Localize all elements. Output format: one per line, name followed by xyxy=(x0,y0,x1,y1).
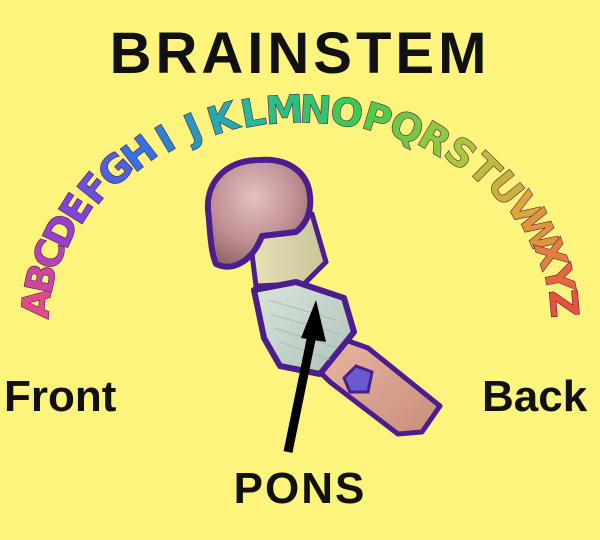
pons-arrow xyxy=(283,300,326,453)
midbrain-region xyxy=(204,156,314,270)
page-title: BRAINSTEM xyxy=(109,21,491,86)
front-label: Front xyxy=(4,372,117,421)
alphabet-letter: Z xyxy=(540,288,586,319)
alphabet-letter: N xyxy=(298,87,332,133)
alphabet-letter: A xyxy=(13,286,59,320)
back-label: Back xyxy=(482,372,588,421)
pons-region xyxy=(251,279,357,377)
alphabet-letter: J xyxy=(175,105,208,152)
alphabet-letter: M xyxy=(264,87,304,133)
brainstem-shape xyxy=(204,156,443,437)
pons-label: PONS xyxy=(233,464,367,513)
medulla-detail xyxy=(342,364,374,394)
